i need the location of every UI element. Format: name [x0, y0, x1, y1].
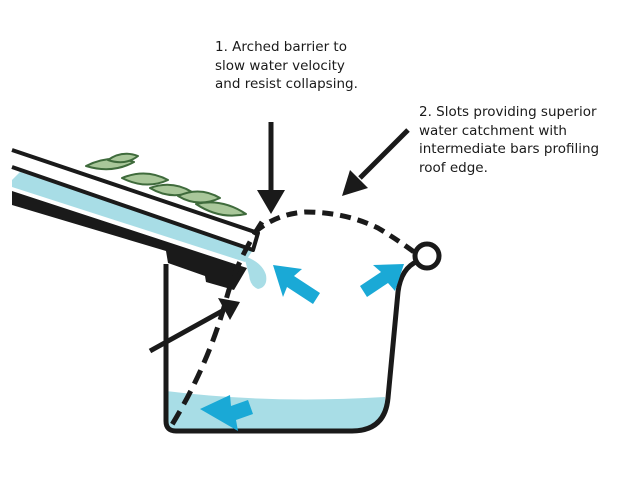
arched-barrier-dashed [253, 209, 416, 255]
caption-slots-line-2: water catchment with [419, 122, 567, 139]
caption-slots-line-1: 2. Slots providing superior [419, 104, 597, 120]
flow-arrow-2-icon [360, 264, 404, 297]
pointer-arrow-1-icon [257, 122, 285, 214]
flow-arrow-3-icon [200, 395, 253, 431]
slotted-face-dashed [167, 220, 265, 430]
caption-arched-barrier-line-2: slow water velocity [215, 57, 345, 74]
gutter-lip-curl [412, 241, 442, 271]
gutter-water [166, 391, 385, 431]
caption-arched-barrier-line-3: and resist collapsing. [215, 76, 358, 92]
gutter-body [163, 258, 420, 434]
roof-water-runoff [244, 256, 267, 289]
roof-fascia [12, 191, 247, 290]
roof-sheet [11, 148, 260, 252]
caption-slots-line-3: intermediate bars profiling [419, 141, 600, 157]
leaf-debris-icon [85, 152, 247, 217]
pointer-arrow-2-icon [342, 128, 410, 196]
caption-slots: 2. Slots providing superior water catchm… [419, 103, 599, 177]
caption-arched-barrier: 1. Arched barrier to slow water velocity… [215, 38, 358, 94]
roof-water-layer [12, 172, 253, 262]
caption-slots-line-4: roof edge. [419, 159, 488, 176]
caption-arched-barrier-line-1: 1. Arched barrier to [215, 39, 347, 55]
pointer-arrow-3-icon [148, 298, 240, 354]
flow-arrow-1-icon [273, 265, 320, 304]
